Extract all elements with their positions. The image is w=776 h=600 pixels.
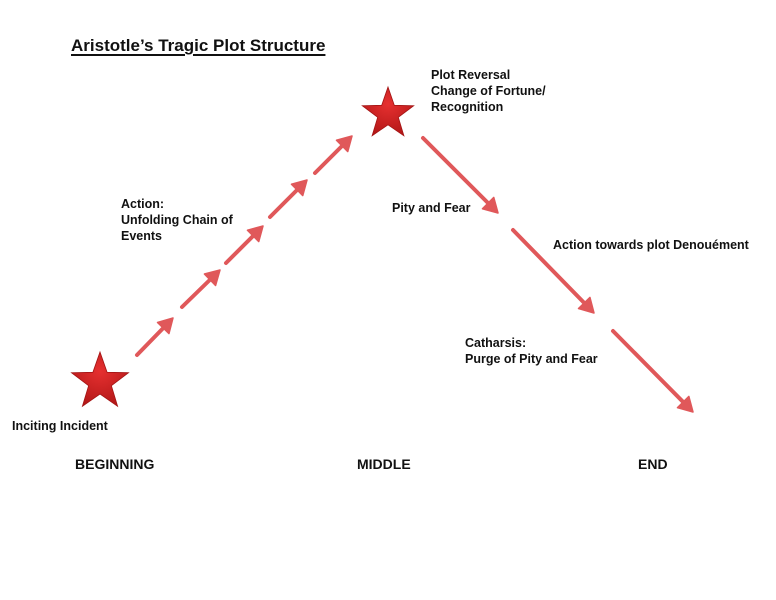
rising-arrow-1-icon [135, 317, 174, 357]
plot-reversal-line-3: Recognition [431, 100, 504, 114]
rising-arrow-5-icon [313, 135, 353, 175]
arrows-layer [135, 135, 694, 413]
falling-arrow-2-icon [511, 228, 595, 314]
section-end: END [638, 456, 668, 472]
action-line-2: Unfolding Chain of [121, 213, 233, 227]
catharsis-line-1: Catharsis: [465, 336, 527, 350]
action-line-3: Events [121, 229, 162, 243]
plot-reversal-star-icon [361, 85, 415, 137]
denouement-label: Action towards plot Denouément [553, 238, 749, 252]
catharsis-line-2: Purge of Pity and Fear [465, 352, 598, 366]
falling-arrow-1-icon [421, 136, 499, 214]
rising-arrow-4-icon [268, 179, 308, 219]
stars-layer [70, 85, 415, 408]
page-title: Aristotle’s Tragic Plot Structure [71, 36, 326, 55]
rising-arrow-3-icon [224, 225, 264, 265]
section-beginning: BEGINNING [75, 456, 155, 472]
pity-fear-label: Pity and Fear [392, 201, 471, 215]
plot-reversal-label: Plot Reversal Change of Fortune/ Recogni… [431, 67, 546, 115]
inciting-incident-star-icon [70, 350, 130, 408]
rising-arrow-2-icon [180, 269, 221, 309]
falling-arrow-3-icon [611, 329, 694, 413]
inciting-incident-label: Inciting Incident [12, 419, 108, 433]
action-line-1: Action: [121, 197, 165, 211]
catharsis-label: Catharsis: Purge of Pity and Fear [465, 335, 598, 367]
action-label: Action: Unfolding Chain of Events [121, 196, 233, 244]
plot-reversal-line-1: Plot Reversal [431, 68, 511, 82]
plot-reversal-line-2: Change of Fortune/ [431, 84, 546, 98]
section-middle: MIDDLE [357, 456, 411, 472]
